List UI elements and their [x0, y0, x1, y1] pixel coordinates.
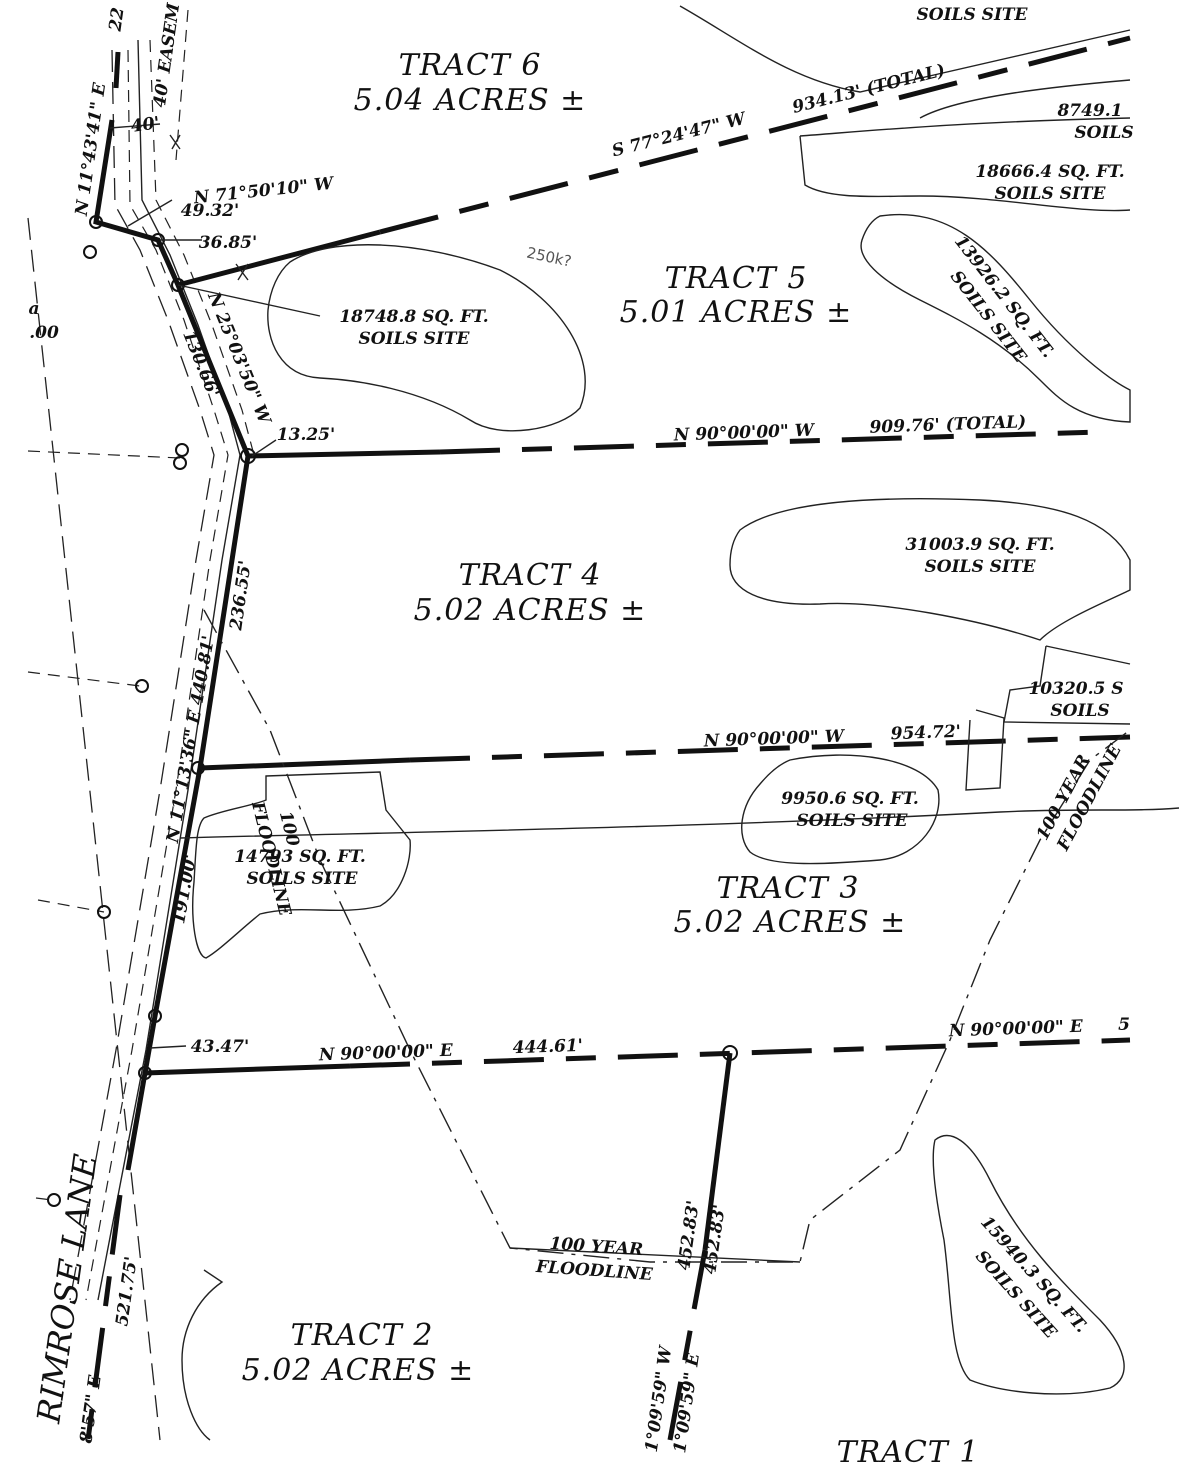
bearing-n11-43: N 11°43'41" E [72, 81, 111, 218]
bearing-n90-954: N 90°00'00" W [703, 726, 847, 751]
soils-31003-label: SOILS SITE [924, 557, 1036, 577]
road-right-of-way [27, 9, 255, 1441]
soils-18666-label: SOILS SITE [994, 184, 1106, 204]
soils-14793-label: SOILS SITE [246, 869, 358, 889]
soils-18748-label: SOILS SITE [358, 329, 470, 349]
label-left-a: a [28, 299, 39, 319]
label-22: 22 [105, 6, 128, 33]
distance-191-00: 191.00' [169, 853, 201, 926]
leader-lines [109, 123, 321, 1049]
distance-444-61: 444.61' [512, 1036, 583, 1058]
distance-452-83-b: 452.83' [700, 1203, 730, 1275]
distance-452-83-a: 452.83' [674, 1199, 704, 1271]
tract-4-area: 5.02 ACRES ± [414, 593, 647, 628]
tract-boundaries [85, 35, 1131, 1441]
tract-5-name: TRACT 5 [665, 261, 808, 296]
soils-9950-area: 9950.6 SQ. FT. [781, 789, 919, 809]
tract-2-area: 5.02 ACRES ± [242, 1353, 475, 1388]
soils-14793-area: 14793 SQ. FT. [234, 847, 366, 867]
distance-49-32: 49.32' [181, 201, 239, 221]
soils-18666-area: 18666.4 SQ. FT. [975, 162, 1124, 182]
tract-6-name: TRACT 6 [399, 48, 542, 83]
soils-8749-area: 8749.1 [1056, 101, 1122, 121]
soils-10320-label: SOILS [1050, 701, 1109, 721]
tract-5-area: 5.01 ACRES ± [620, 295, 853, 330]
bearing-8-57-e: 8'57" E [76, 1373, 106, 1446]
floodlines [179, 609, 1179, 1263]
soil-site-labels: SOILS SITE 8749.1 SOILS 18666.4 SQ. FT. … [234, 5, 1133, 1343]
tract-2-name: TRACT 2 [291, 1318, 434, 1353]
bearing-n90-e-444: N 90°00'00" E [318, 1041, 455, 1066]
distance-5: 5 [1118, 1015, 1130, 1035]
soils-top-label: SOILS SITE [916, 5, 1028, 25]
label-40-easement: 40' EASEM [150, 1, 185, 109]
distance-43-47: 43.47' [191, 1037, 249, 1057]
distance-954-72: 954.72' [890, 722, 961, 744]
distance-521-75: 521.75' [112, 1255, 142, 1327]
survey-monuments [47, 215, 738, 1207]
distance-13-25: 13.25' [277, 425, 335, 445]
handwritten-note: 250k? [525, 244, 573, 271]
soils-9950-label: SOILS SITE [796, 811, 908, 831]
tract-6-area: 5.04 ACRES ± [354, 83, 587, 118]
bearing-n25: N 25°03'50" W [203, 289, 275, 429]
soils-31003-area: 31003.9 SQ. FT. [905, 535, 1054, 555]
floodline-1-year: 100 [275, 809, 303, 848]
distance-36-85: 36.85' [199, 233, 257, 253]
soils-8749-label: SOILS [1074, 123, 1133, 143]
floodline-2-year: 100 YEAR [549, 1234, 644, 1260]
tract-labels: TRACT 6 5.04 ACRES ± TRACT 5 5.01 ACRES … [242, 48, 980, 1467]
label-left-00: .00 [29, 323, 59, 343]
soils-18748-area: 18748.8 SQ. FT. [339, 307, 488, 327]
tract-1-name: TRACT 1 [837, 1435, 980, 1467]
tract-3-name: TRACT 3 [717, 871, 860, 906]
label-40-ft: 40' [130, 113, 161, 137]
soils-10320-area: 10320.5 S [1028, 679, 1123, 699]
soil-site-outlines [181, 5, 1131, 1441]
bearing-n90-e-right: N 90°00'00" E [948, 1017, 1085, 1042]
bearing-n90-909: N 90°00'00" W [673, 420, 817, 445]
tract-4-name: TRACT 4 [459, 558, 602, 593]
tract-3-area: 5.02 ACRES ± [674, 905, 907, 940]
